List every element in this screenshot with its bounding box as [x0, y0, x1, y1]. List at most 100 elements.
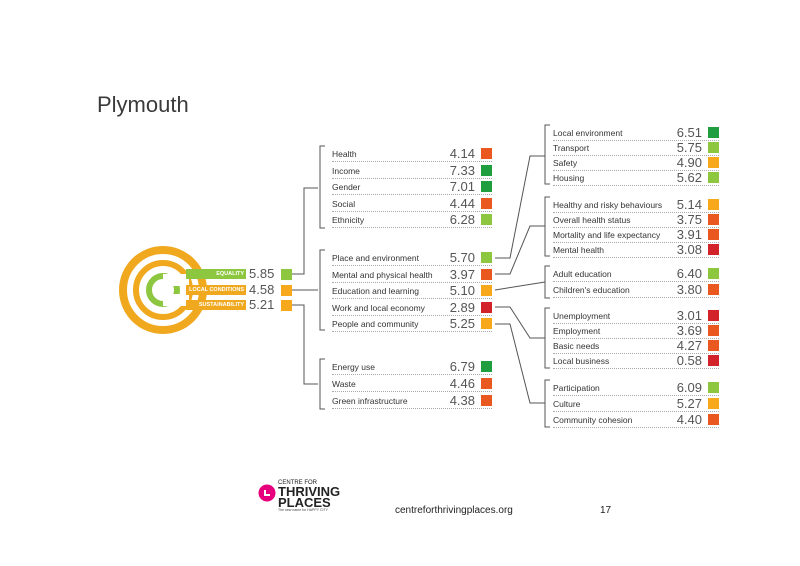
score-indicator	[281, 300, 292, 311]
score-indicator	[708, 244, 719, 255]
score-indicator	[281, 269, 292, 280]
domain-label: EQUALITY	[186, 269, 246, 279]
score-indicator	[708, 398, 719, 409]
score-indicator	[708, 199, 719, 210]
domain-label: SUSTAINABILITY	[186, 300, 246, 310]
indicator-value: 6.09	[676, 380, 702, 395]
indicator-row: Mental and physical health 3.97	[332, 266, 492, 283]
indicator-value: 3.01	[676, 308, 702, 323]
score-indicator	[708, 325, 719, 336]
score-indicator	[481, 181, 492, 193]
indicator-value: 3.75	[676, 212, 702, 227]
indicator-label: Social	[332, 198, 356, 209]
footer-url[interactable]: centreforthrivingplaces.org	[395, 505, 513, 516]
score-indicator	[481, 148, 492, 159]
indicator-row: Energy use 6.79	[332, 358, 492, 375]
score-indicator	[481, 268, 492, 280]
indicator-value: 6.79	[449, 359, 475, 374]
indicator-label: Adult education	[553, 269, 612, 279]
indicator-value: 5.27	[676, 396, 702, 411]
score-indicator	[708, 414, 719, 425]
score-indicator	[708, 355, 719, 366]
indicator-value: 0.58	[676, 353, 702, 368]
score-indicator	[708, 310, 719, 321]
indicator-label: Culture	[553, 399, 581, 409]
indicator-row: Transport 5.75	[553, 139, 719, 156]
indicator-value: 3.91	[676, 227, 702, 242]
indicator-value: 7.33	[449, 162, 475, 178]
indicator-value: 4.46	[449, 376, 475, 391]
indicator-value: 5.10	[449, 283, 475, 299]
indicator-label: Overall health status	[553, 215, 631, 225]
score-indicator	[481, 318, 492, 330]
domain-label: LOCAL CONDITIONS	[186, 285, 246, 295]
score-indicator	[708, 229, 719, 240]
indicator-value: 4.27	[676, 338, 702, 353]
domain-value: 4.58	[249, 282, 275, 297]
indicator-row: Overall health status 3.75	[553, 211, 719, 228]
indicator-value: 4.90	[676, 155, 702, 170]
logo-line2: THRIVING	[278, 484, 341, 499]
indicator-label: Housing	[553, 173, 585, 183]
centre-for-thriving-places-logo: CENTRE FOR THRIVING PLACES The new name …	[258, 480, 358, 514]
score-indicator	[708, 127, 719, 138]
domain-value: 5.85	[249, 266, 275, 281]
score-indicator	[708, 284, 719, 295]
indicator-row: Health 4.14	[332, 145, 492, 162]
indicator-row: Place and environment 5.70	[332, 249, 492, 266]
score-indicator	[481, 301, 492, 313]
logo-line3: PLACES	[278, 495, 331, 510]
indicator-label: Mental and physical health	[332, 269, 433, 280]
score-indicator	[708, 214, 719, 225]
indicator-label: Transport	[553, 143, 590, 153]
indicator-label: Green infrastructure	[332, 396, 408, 406]
score-indicator	[708, 268, 719, 279]
logo-name: THRIVING PLACES	[278, 484, 341, 510]
score-indicator	[481, 395, 492, 406]
indicator-label: Health	[332, 149, 357, 159]
indicator-value: 5.70	[449, 250, 475, 265]
indicator-label: Safety	[553, 158, 578, 168]
indicator-value: 3.08	[676, 242, 702, 257]
indicator-value: 3.97	[449, 266, 475, 282]
indicator-label: Participation	[553, 383, 600, 393]
page-title: Plymouth	[97, 92, 189, 117]
indicator-value: 4.40	[676, 412, 702, 427]
score-indicator	[708, 157, 719, 168]
score-indicator	[481, 214, 492, 226]
indicator-label: Ethnicity	[332, 215, 365, 226]
indicator-label: Mortality and life expectancy	[553, 230, 661, 240]
score-indicator	[708, 142, 719, 153]
score-indicator	[481, 164, 492, 176]
indicator-value: 4.44	[449, 195, 475, 211]
domain-value: 5.21	[249, 297, 275, 312]
score-indicator	[481, 197, 492, 209]
indicator-label: Energy use	[332, 362, 375, 372]
score-indicator	[281, 285, 292, 296]
thriving-places-logo-icon	[258, 484, 276, 502]
indicator-value: 3.69	[676, 323, 702, 338]
indicator-value: 6.51	[676, 125, 702, 140]
indicator-value: 5.25	[449, 316, 475, 332]
score-indicator	[708, 382, 719, 393]
indicator-value: 4.14	[449, 146, 475, 161]
indicator-label: Waste	[332, 379, 356, 389]
indicator-label: Education and learning	[332, 286, 419, 297]
score-indicator	[708, 172, 719, 183]
indicator-row: Education and learning 5.10	[332, 282, 492, 300]
logo-line1: CENTRE FOR	[278, 480, 317, 486]
indicator-label: Place and environment	[332, 253, 419, 263]
indicator-value: 5.75	[676, 140, 702, 155]
indicator-label: Healthy and risky behaviours	[553, 200, 663, 210]
